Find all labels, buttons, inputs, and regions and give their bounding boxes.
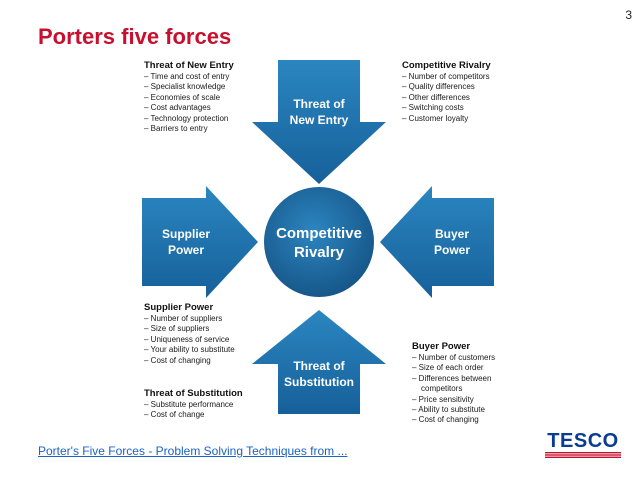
list-item: Number of competitors (402, 72, 491, 82)
center-label-line1: Competitive (276, 225, 362, 242)
list-item: Technology protection (144, 114, 234, 124)
tesco-logo-wordmark: TESCO (547, 430, 619, 452)
block-list: Number of suppliers Size of suppliers Un… (144, 314, 235, 366)
arrow-right-label-line1: Buyer (435, 227, 469, 241)
list-item: Price sensitivity (412, 395, 495, 405)
list-item: Customer loyalty (402, 114, 491, 124)
block-title: Supplier Power (144, 302, 214, 313)
list-item: Quality differences (402, 82, 491, 92)
source-link[interactable]: Porter's Five Forces - Problem Solving T… (38, 444, 348, 458)
arrow-right-label-line2: Power (434, 243, 470, 257)
list-item: Number of suppliers (144, 314, 235, 324)
list-item: Economies of scale (144, 93, 234, 103)
list-item: Size of each order (412, 363, 495, 373)
list-item: Cost of changing (144, 356, 235, 366)
arrow-bottom-label-line1: Threat of (293, 359, 345, 373)
list-item: Number of customers (412, 353, 495, 363)
block-list: Number of customers Size of each order D… (412, 353, 495, 426)
page-title: Porters five forces (38, 24, 232, 49)
block-supplier-power: Supplier Power Number of suppliers Size … (144, 302, 235, 366)
list-item: Time and cost of entry (144, 72, 234, 82)
block-competitive-rivalry: Competitive Rivalry Number of competitor… (402, 60, 491, 124)
list-item: Other differences (402, 93, 491, 103)
arrow-top-label-line1: Threat of (293, 97, 345, 111)
block-list: Substitute performance Cost of change (144, 400, 243, 421)
list-item: Cost of change (144, 410, 243, 420)
list-item-continuation: competitors (421, 384, 463, 394)
arrow-top-label-line2: New Entry (290, 113, 349, 127)
list-item: Ability to substitute (412, 405, 495, 415)
list-item: Switching costs (402, 103, 491, 113)
list-item: Cost of changing (412, 415, 495, 425)
block-list: Time and cost of entry Specialist knowle… (144, 72, 234, 134)
arrow-left (142, 186, 258, 298)
block-title: Buyer Power (412, 341, 471, 352)
block-title: Competitive Rivalry (402, 60, 491, 71)
center-label-line2: Rivalry (294, 244, 345, 261)
list-item: Uniqueness of service (144, 335, 235, 345)
block-threat-substitution: Threat of Substitution Substitute perfor… (144, 388, 243, 421)
arrow-top (252, 60, 386, 184)
arrow-bottom (252, 310, 386, 414)
center-circle (262, 185, 376, 299)
diagram-graphic: Competitive Rivalry Threat of New Entry … (142, 60, 494, 414)
list-item: Your ability to substitute (144, 345, 235, 355)
block-threat-new-entry: Threat of New Entry Time and cost of ent… (144, 60, 234, 134)
block-title: Threat of New Entry (144, 60, 234, 71)
block-title: Threat of Substitution (144, 388, 243, 399)
list-item: Barriers to entry (144, 124, 234, 134)
block-list: Number of competitors Quality difference… (402, 72, 491, 124)
list-item: Differences between (412, 374, 495, 384)
arrow-bottom-label-line2: Substitution (284, 375, 354, 389)
page-number: 3 (625, 8, 632, 22)
tesco-logo-stripes (545, 452, 621, 458)
list-item: Substitute performance (144, 400, 243, 410)
arrow-left-label-line2: Power (168, 243, 204, 257)
tesco-logo: TESCO (543, 430, 623, 458)
list-item: Cost advantages (144, 103, 234, 113)
five-forces-diagram: Competitive Rivalry Threat of New Entry … (128, 52, 510, 432)
arrow-left-label-line1: Supplier (162, 227, 210, 241)
list-item: Size of suppliers (144, 324, 235, 334)
list-item: Specialist knowledge (144, 82, 234, 92)
arrow-right (380, 186, 494, 298)
block-buyer-power: Buyer Power Number of customers Size of … (412, 341, 495, 426)
